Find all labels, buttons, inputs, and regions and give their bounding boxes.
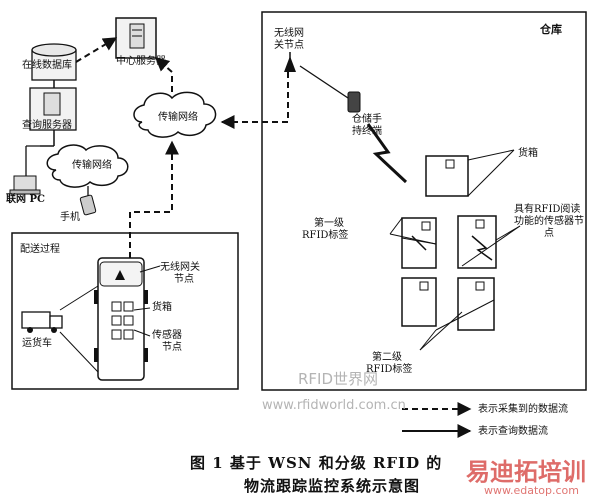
online-db-label: 在线数据库 [22,60,72,71]
tag-level1-label-2: RFID标签 [302,230,349,241]
sensor-truck-label-2: 节点 [162,342,182,353]
network-cloud-top [133,91,217,138]
sensor-node-label-1: 具有RFID阅读 [514,204,581,215]
phone-icon [79,194,97,216]
sensor-truck-label-1: 传感器 [152,330,182,341]
truck-body [94,257,148,381]
sensor-node-label-3: 点 [544,228,554,239]
tag-level2-label-1: 第二级 [372,352,402,363]
wireless-signal-icon [366,123,408,184]
edatop-brand-watermark: 易迪拓培训 [466,458,586,486]
network-cloud-left [46,144,129,188]
small-truck-icon [21,311,63,333]
gateway-antenna-icon [284,52,296,72]
tag-box-3 [401,277,437,327]
delivery-to-cloud-flow [129,140,179,258]
tag-box-2 [457,215,497,269]
cloud-to-server-flow [154,57,173,92]
figure-caption-line1: 图 1 基于 WSN 和分级 RFID 的 [190,454,443,472]
rfidworld-url-watermark: www.rfidworld.com.cn [262,398,406,413]
warehouse-boundary [261,11,587,391]
gateway-truck-label-1: 无线网关 [160,262,200,273]
delivery-label: 配送过程 [20,244,60,255]
tag-level1-label-1: 第一级 [314,218,344,229]
goods-truck-label: 货箱 [152,302,172,313]
network-top-label: 传输网络 [158,112,198,123]
gateway-top-label-1: 无线网 [274,28,304,39]
central-server-icon [115,17,157,59]
tag-box-4 [457,277,495,331]
gateway-top-label-2: 关节点 [274,40,304,51]
goods-box-top [425,155,469,197]
phone-label: 手机 [60,212,80,223]
pc-label: 联网 PC [6,194,45,205]
central-server-label: 中心服务器 [116,56,166,67]
legend-query-flow: 表示查询数据流 [478,426,548,437]
gateway-truck-label-2: 节点 [174,274,194,285]
tag-level2-label-2: RFID标签 [366,364,413,375]
db-to-server-flow [75,37,118,63]
legend-collected-flow: 表示采集到的数据流 [478,404,568,415]
handheld-label-2: 持终端 [352,126,382,137]
delivery-boundary [11,232,239,390]
edatop-url-watermark: www.edatop.com [484,484,579,497]
warehouse-to-cloud-flow [220,72,289,129]
truck-label: 运货车 [22,338,52,349]
warehouse-label: 仓库 [540,23,562,36]
rfidworld-watermark: RFID世界网 [298,370,379,388]
truck-antenna-icon [115,270,125,280]
network-left-label: 传输网络 [72,160,112,171]
query-server-icon [29,87,77,131]
figure-caption-line2: 物流跟踪监控系统示意图 [244,477,421,495]
sensor-node-label-2: 功能的传感器节 [514,216,584,227]
handheld-terminal-icon [347,91,361,113]
handheld-label-1: 仓储手 [352,114,382,125]
database-icon [31,43,77,81]
pc-icon [9,175,41,195]
query-server-label: 查询服务器 [22,120,72,131]
goods-box-label: 货箱 [518,148,538,159]
